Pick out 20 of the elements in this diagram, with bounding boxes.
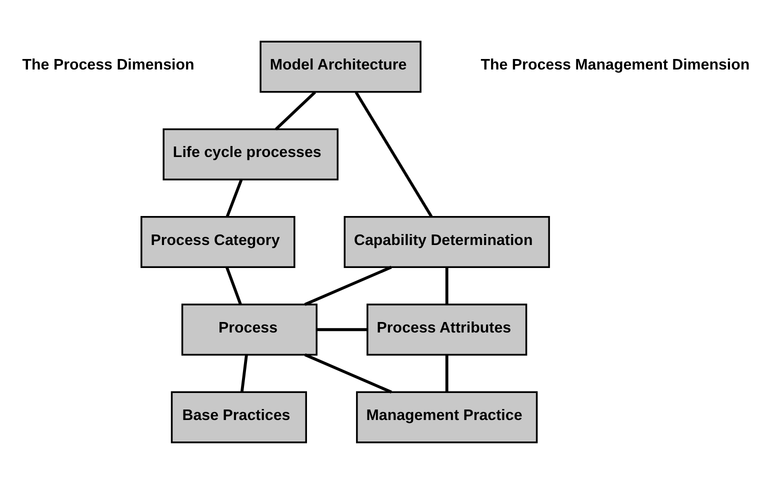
connector bbox=[226, 266, 242, 304]
connector bbox=[304, 352, 392, 393]
node-box: Process Category bbox=[140, 216, 296, 268]
connector bbox=[226, 178, 243, 217]
connector bbox=[274, 90, 316, 130]
node-box: Life cycle processes bbox=[162, 128, 339, 180]
node-box: Capability Determination bbox=[344, 216, 550, 268]
connector bbox=[445, 266, 448, 304]
node-box: Base Practices bbox=[170, 390, 307, 443]
connector bbox=[445, 354, 448, 392]
connector bbox=[304, 265, 392, 306]
node-box: Model Architecture bbox=[260, 40, 422, 92]
connector bbox=[316, 328, 368, 331]
node-box: Process bbox=[181, 303, 318, 356]
connector bbox=[240, 354, 248, 392]
node-box: Process Attributes bbox=[366, 303, 528, 356]
node-box: Management Practice bbox=[356, 390, 538, 443]
label: The Process Management Dimension bbox=[480, 56, 750, 74]
connector bbox=[354, 91, 433, 217]
label: The Process Dimension bbox=[22, 56, 194, 74]
